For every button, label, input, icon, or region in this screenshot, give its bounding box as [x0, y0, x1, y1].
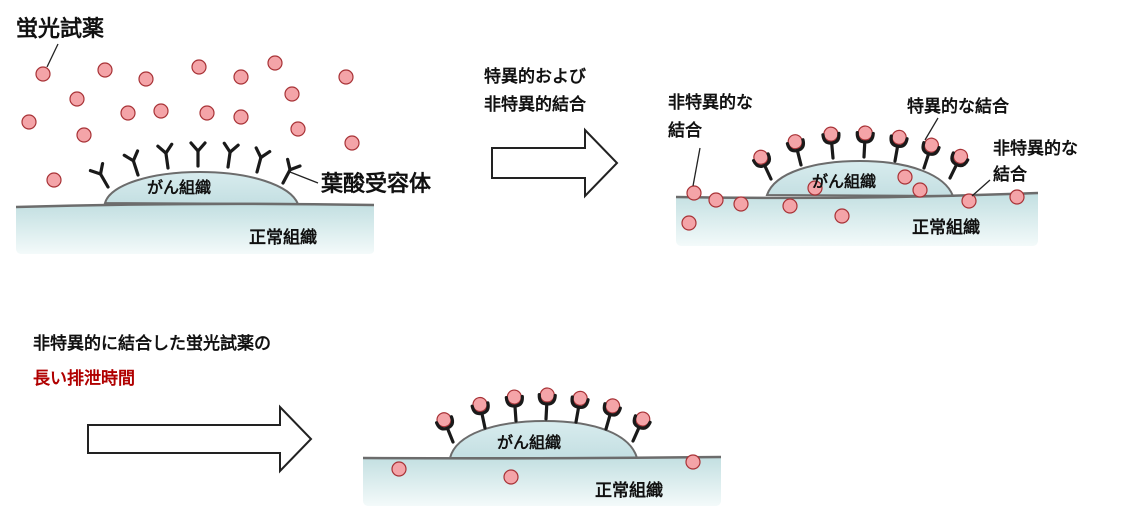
fluorescent-probe-dot	[897, 169, 913, 185]
folate-receptor-icon	[470, 396, 490, 430]
normal-tissue-label: 正常組織	[595, 480, 663, 501]
folate-receptor-icon	[570, 390, 590, 424]
fluorescent-probe-dot	[681, 215, 697, 231]
nonspecific-right-pointer-line	[971, 179, 991, 197]
folate-receptor-icon	[631, 411, 652, 443]
receptor-group	[752, 125, 970, 181]
normal-tissue-block	[363, 457, 721, 506]
fluorescent-probe-dot	[138, 71, 154, 87]
folate-receptor-icon	[821, 126, 841, 160]
folate-receptor-icon	[222, 141, 240, 169]
fluorescent-probe-dot	[1009, 189, 1025, 205]
fluorescent-probe-dot	[97, 62, 113, 78]
fluorescent-probe-dot	[284, 86, 300, 102]
folate-receptor-icon	[889, 129, 909, 163]
nonspecific-right-label-line2: 結合	[993, 164, 1028, 185]
fluorescent-probe-dot	[686, 185, 702, 201]
probe-group	[681, 169, 1025, 231]
tumor-bump	[448, 419, 639, 459]
folate-receptor-icon	[752, 149, 773, 181]
tissue-surface-line	[675, 191, 1039, 200]
nonspecific-left-pointer-line	[692, 147, 701, 187]
bottom-caption-line2: 長い排泄時間	[33, 368, 135, 389]
fluorescent-probe-dot	[153, 103, 169, 119]
tissue-surface-line	[362, 455, 722, 460]
fluorescent-probe-dot	[290, 121, 306, 137]
fluorescent-probe-dot	[912, 182, 928, 198]
cancer-tissue-label: がん組織	[497, 433, 561, 452]
fluorescent-probe-dot	[267, 55, 283, 71]
panel-1: 蛍光試薬 葉酸受容体 がん組織 正常組織	[15, 16, 432, 254]
cancer-tissue-label: がん組織	[812, 172, 876, 191]
arrow-2	[87, 404, 313, 474]
folate-receptor-icon	[921, 137, 941, 170]
tissue-surface-line	[15, 202, 375, 209]
cancer-tissue-label: がん組織	[147, 178, 211, 197]
nonspecific-right-label-line1: 非特異的な	[993, 138, 1078, 159]
receptor-group	[434, 387, 652, 444]
fluorescent-probe-dot	[46, 172, 62, 188]
probe-group	[391, 454, 701, 485]
folate-receptor-icon	[855, 125, 875, 159]
fluorescent-probe-dot	[69, 91, 85, 107]
fluorescent-probe-dot	[807, 180, 823, 196]
folate-receptor-icon	[88, 161, 110, 189]
normal-tissue-label: 正常組織	[912, 217, 980, 238]
tumor-bump	[103, 170, 300, 206]
arrow1-label-line1: 特異的および	[484, 66, 586, 87]
folate-receptor-icon	[785, 134, 806, 167]
fluorescent-probe-dot	[961, 193, 977, 209]
normal-tissue-block	[16, 203, 374, 254]
panel-3: がん組織 正常組織	[362, 387, 722, 506]
folate-receptor-icon	[504, 389, 524, 423]
fluorescent-probe-label: 蛍光試薬	[16, 16, 104, 42]
receptor-pointer-line	[289, 171, 319, 184]
fluorescent-probe-dot	[191, 59, 207, 75]
fluorescent-probe-dot	[782, 198, 798, 214]
fluorescent-probe-dot	[685, 454, 701, 470]
fluorescent-probe-dot	[391, 461, 407, 477]
fluorescent-probe-dot	[733, 196, 749, 212]
folate-receptor-icon	[281, 157, 302, 185]
folate-receptor-icon	[602, 398, 622, 431]
bottom-caption-line1: 非特異的に結合した蛍光試薬の	[33, 333, 271, 354]
fluorescent-probe-dot	[199, 105, 215, 121]
fluorescent-probe-dot	[834, 208, 850, 224]
fluorescent-probe-dot	[708, 192, 724, 208]
folate-receptor-icon	[122, 149, 140, 177]
fluorescent-probe-dot	[503, 469, 519, 485]
fluorescent-probe-dot	[338, 69, 354, 85]
probe-pointer-line	[46, 43, 59, 68]
bottom-caption: 非特異的に結合した蛍光試薬の 長い排泄時間	[33, 333, 271, 389]
arrow1-label-line2: 非特異的結合	[484, 94, 587, 115]
folate-receptor-icon	[434, 412, 455, 444]
normal-tissue-label: 正常組織	[249, 227, 317, 248]
folate-receptor-label: 葉酸受容体	[320, 171, 432, 197]
folate-receptor-icon	[156, 142, 174, 170]
fluorescent-probe-dot	[76, 127, 92, 143]
fluorescent-probe-dot	[344, 135, 360, 151]
fluorescent-probe-dot	[120, 105, 136, 121]
block-arrow-icon	[491, 127, 619, 199]
nonspecific-left-label-line1: 非特異的な	[668, 92, 753, 113]
folate-receptor-icon	[254, 146, 272, 174]
receptor-group	[88, 141, 302, 189]
panel-2: 非特異的な 結合 特異的な結合 非特異的な 結合 がん組織 正常組織	[668, 92, 1078, 246]
arrow-1: 特異的および 非特異的結合	[484, 66, 619, 199]
fluorescent-probe-dot	[233, 109, 249, 125]
folate-receptor-icon	[537, 387, 557, 421]
block-arrow-icon	[87, 404, 313, 474]
folate-receptor-icon	[948, 148, 970, 180]
fluorescent-probe-dot	[21, 114, 37, 130]
specific-pointer-line	[924, 117, 939, 141]
normal-tissue-block	[676, 193, 1038, 246]
specific-binding-label: 特異的な結合	[907, 96, 1010, 117]
fluorescent-probe-dot	[233, 69, 249, 85]
nonspecific-left-label-line2: 結合	[668, 120, 703, 141]
probe-group	[21, 55, 360, 188]
fluorescent-probe-dot	[35, 66, 51, 82]
folate-receptor-icon	[189, 141, 207, 168]
